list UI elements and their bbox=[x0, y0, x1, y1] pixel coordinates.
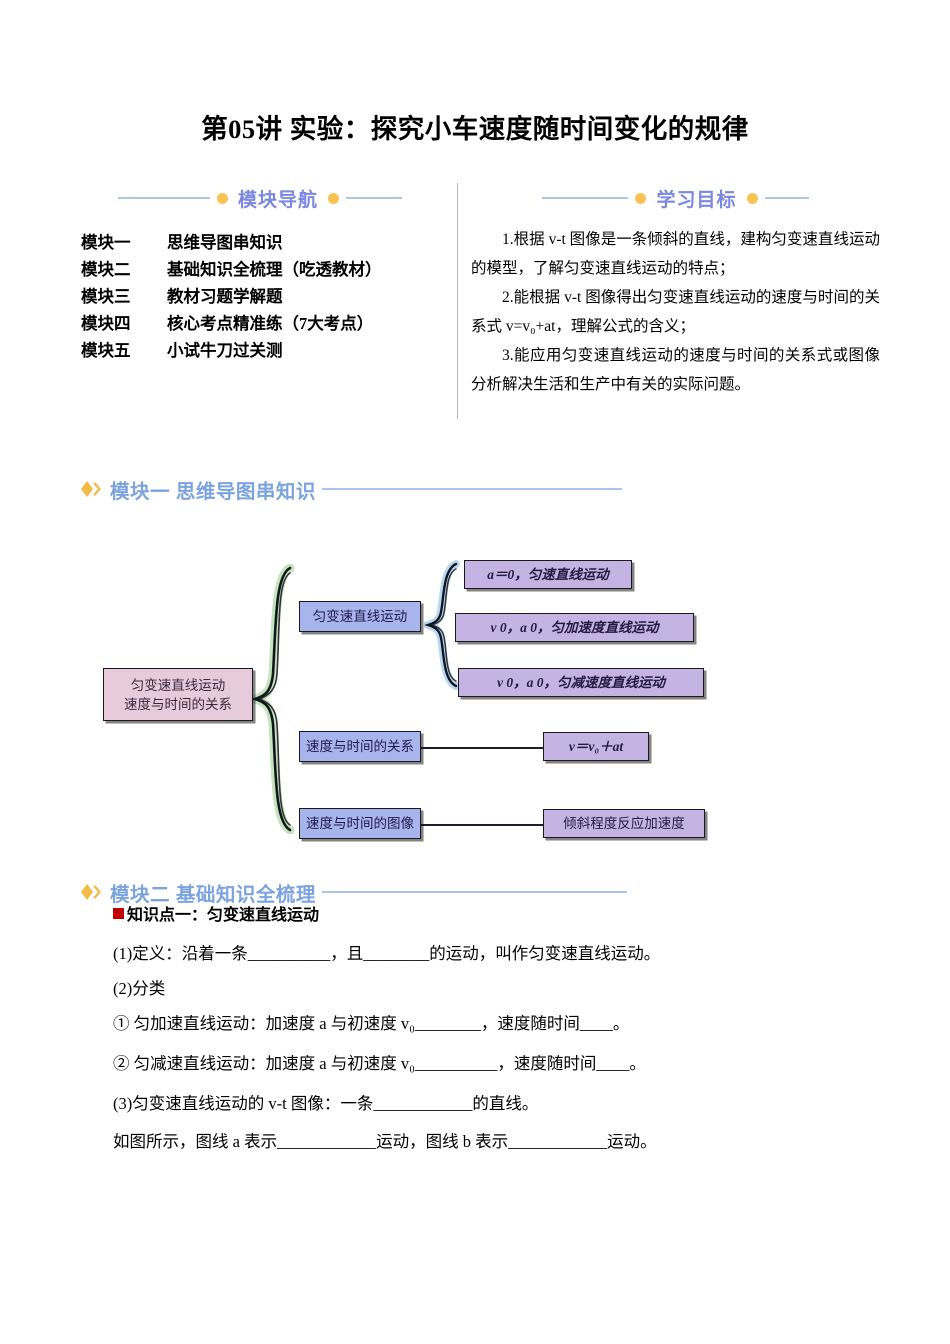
root-line-1: 匀变速直线运动 bbox=[130, 677, 226, 693]
section-title: 模块一 思维导图串知识 bbox=[110, 480, 316, 503]
mindmap-root-node[interactable]: 匀变速直线运动 速度与时间的关系 bbox=[103, 668, 253, 721]
objectives-banner: 学习目标 bbox=[471, 183, 880, 213]
leaf-label: v 0，a 0，匀减速度直线运动 bbox=[497, 675, 665, 690]
module-nav-title: 模块导航 bbox=[237, 189, 318, 211]
module-key: 模块一 bbox=[81, 233, 131, 252]
banner-rule-right bbox=[346, 197, 402, 199]
classification-line: (2)分类 bbox=[113, 979, 166, 998]
bullet-square-icon bbox=[113, 907, 124, 919]
figure-reference-line: 如图所示，图线 a 表示____________运动，图线 b 表示______… bbox=[113, 1132, 657, 1151]
mindmap-branch-velocity-time-graph[interactable]: 速度与时间的图像 bbox=[299, 808, 421, 839]
banner-rule-right bbox=[764, 197, 809, 199]
mindmap-leaf-accelerating[interactable]: v 0，a 0，匀加速度直线运动 bbox=[455, 613, 694, 642]
connector-line-graph bbox=[375, 824, 543, 826]
vt-graph-line: (3)匀变速直线运动的 v-t 图像：一条____________的直线。 bbox=[113, 1094, 539, 1113]
root-line-2: 速度与时间的关系 bbox=[124, 696, 232, 712]
module-key: 模块四 bbox=[81, 314, 131, 333]
module-label: 教材习题学解题 bbox=[167, 287, 283, 306]
mindmap-leaf-slope[interactable]: 倾斜程度反应加速度 bbox=[543, 809, 705, 838]
decelerating-line: ② 匀减速直线运动：加速度 a 与初速度 v₀__________，速度随时间_… bbox=[113, 1054, 646, 1073]
mindmap-branch-uniform-accel[interactable]: 匀变速直线运动 bbox=[299, 601, 421, 632]
banner-dot-right-icon bbox=[746, 192, 758, 204]
banner-rule-left bbox=[542, 197, 629, 199]
objective-item: 1.根据 v-t 图像是一条倾斜的直线，建构匀变速直线运动的模型，了解匀变速直线… bbox=[471, 231, 880, 277]
leaf-label: a＝0，匀速直线运动 bbox=[487, 567, 609, 582]
module-label: 核心考点精准练（7大考点） bbox=[167, 314, 374, 333]
mindmap-leaf-uniform-velocity[interactable]: a＝0，匀速直线运动 bbox=[464, 560, 632, 589]
objective-item: 3.能应用匀变速直线运动的速度与时间的关系式或图像分析解决生活和生产中有关的实际… bbox=[471, 347, 880, 393]
module-label: 思维导图串知识 bbox=[167, 233, 283, 252]
list-item[interactable]: 模块二 基础知识全梳理（吃透教材） bbox=[81, 256, 445, 283]
banner-dot-right-icon bbox=[328, 192, 339, 204]
page-title: 第05讲 实验：探究小车速度随时间变化的规律 bbox=[201, 114, 749, 144]
objective-item: 2.能根据 v-t 图像得出匀变速直线运动的速度与时间的关系式 v=v₀+at，… bbox=[471, 289, 880, 335]
section-rule bbox=[321, 891, 627, 893]
mindmap-branch-velocity-time-relation[interactable]: 速度与时间的关系 bbox=[299, 731, 421, 762]
list-item[interactable]: 模块五 小试牛刀过关测 bbox=[81, 337, 445, 364]
objectives-title: 学习目标 bbox=[656, 189, 737, 211]
leaf-label: v＝v₀＋at bbox=[568, 739, 624, 754]
branch-label: 速度与时间的关系 bbox=[306, 739, 414, 754]
module-nav-banner: 模块导航 bbox=[75, 183, 445, 213]
double-diamond-icon bbox=[80, 480, 104, 498]
mindmap-diagram: 匀变速直线运动 速度与时间的关系 匀变速直线运动 速度与时间的关系 速度与时间的… bbox=[85, 548, 825, 853]
column-divider bbox=[457, 183, 458, 419]
branch-label: 速度与时间的图像 bbox=[306, 816, 414, 831]
module-label: 基础知识全梳理（吃透教材） bbox=[167, 260, 382, 279]
module-label: 小试牛刀过关测 bbox=[167, 341, 283, 360]
banner-dot-left-icon bbox=[635, 192, 647, 204]
knowledge-point-label: 知识点一：匀变速直线运动 bbox=[127, 907, 320, 924]
root-brace-icon bbox=[249, 564, 295, 834]
module-key: 模块三 bbox=[81, 287, 131, 306]
module-key: 模块五 bbox=[81, 341, 131, 360]
section-title: 模块二 基础知识全梳理 bbox=[110, 883, 316, 906]
module-list: 模块一 思维导图串知识 模块二 基础知识全梳理（吃透教材） 模块三 教材习题学解… bbox=[75, 229, 445, 364]
module-key: 模块二 bbox=[81, 260, 131, 279]
mindmap-leaf-decelerating[interactable]: v 0，a 0，匀减速度直线运动 bbox=[458, 668, 704, 697]
banner-dot-left-icon bbox=[216, 192, 228, 204]
section-heading-module-two: 模块二 基础知识全梳理 bbox=[80, 877, 700, 907]
section-heading-module-one: 模块一 思维导图串知识 bbox=[80, 474, 700, 504]
leaf-label: 倾斜程度反应加速度 bbox=[563, 816, 685, 831]
objectives-list: 1.根据 v-t 图像是一条倾斜的直线，建构匀变速直线运动的模型，了解匀变速直线… bbox=[471, 225, 880, 399]
section-rule bbox=[321, 488, 622, 490]
accelerating-line: ① 匀加速直线运动：加速度 a 与初速度 v₀________，速度随时间___… bbox=[113, 1014, 630, 1033]
module-nav-panel: 模块导航 模块一 思维导图串知识 模块二 基础知识全梳理（吃透教材） 模块三 教… bbox=[75, 183, 445, 364]
info-band: 模块导航 模块一 思维导图串知识 模块二 基础知识全梳理（吃透教材） 模块三 教… bbox=[75, 183, 880, 419]
list-item[interactable]: 模块四 核心考点精准练（7大考点） bbox=[81, 310, 445, 337]
branch-brace-icon bbox=[424, 560, 460, 690]
mindmap-leaf-formula[interactable]: v＝v₀＋at bbox=[543, 732, 649, 761]
objectives-panel: 学习目标 1.根据 v-t 图像是一条倾斜的直线，建构匀变速直线运动的模型，了解… bbox=[471, 183, 880, 399]
knowledge-point-heading: 知识点一：匀变速直线运动 bbox=[113, 901, 319, 925]
definition-line: (1)定义：沿着一条__________，且________的运动，叫作匀变速直… bbox=[113, 944, 661, 963]
leaf-label: v 0，a 0，匀加速度直线运动 bbox=[490, 620, 659, 635]
branch-label: 匀变速直线运动 bbox=[312, 609, 408, 624]
connector-line-velocity-time bbox=[375, 747, 543, 749]
list-item[interactable]: 模块一 思维导图串知识 bbox=[81, 229, 445, 256]
list-item[interactable]: 模块三 教材习题学解题 bbox=[81, 283, 445, 310]
banner-rule-left bbox=[117, 197, 210, 199]
double-diamond-icon bbox=[80, 883, 104, 901]
